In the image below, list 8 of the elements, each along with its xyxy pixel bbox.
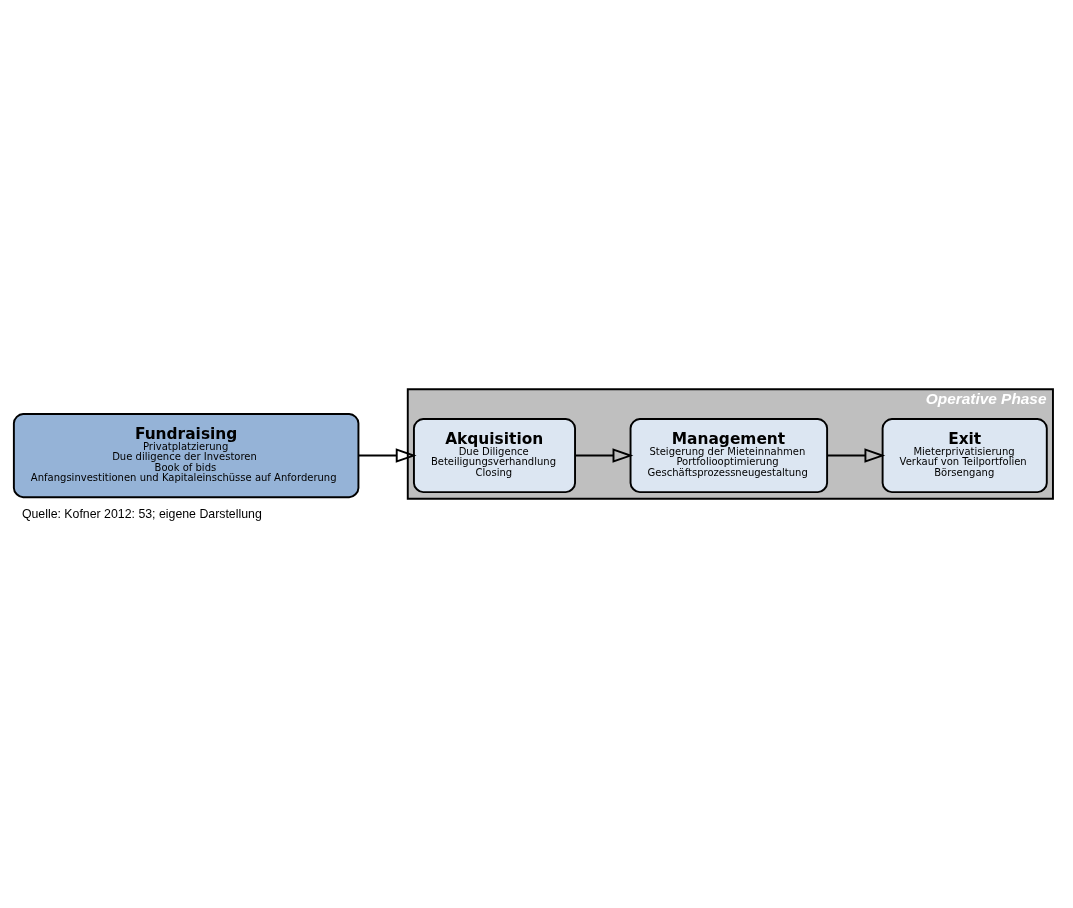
arrow bbox=[826, 448, 886, 463]
caption: Quelle: Kofner 2012: 53; eigene Darstellung bbox=[21, 506, 262, 521]
node-box: Management Steigerung der Mieteinnahmen Portfoliooptimierung Geschäftsprozessneugestaltung bbox=[629, 417, 829, 494]
arrow bbox=[574, 448, 634, 463]
node-box: Fundraising Privatplatzierung Due diligence der Investoren Book of bids Anfangsinvestitionen und Kapitaleinschüsse auf Anforderung bbox=[12, 412, 360, 499]
node-box: Exit Mieterprivatisierung Verkauf von Teilportfolien Börsengang bbox=[881, 417, 1048, 494]
node-box: Akquisition Due Diligence Beteiligungsverhandlung Closing bbox=[412, 417, 576, 494]
arrow bbox=[357, 448, 417, 463]
